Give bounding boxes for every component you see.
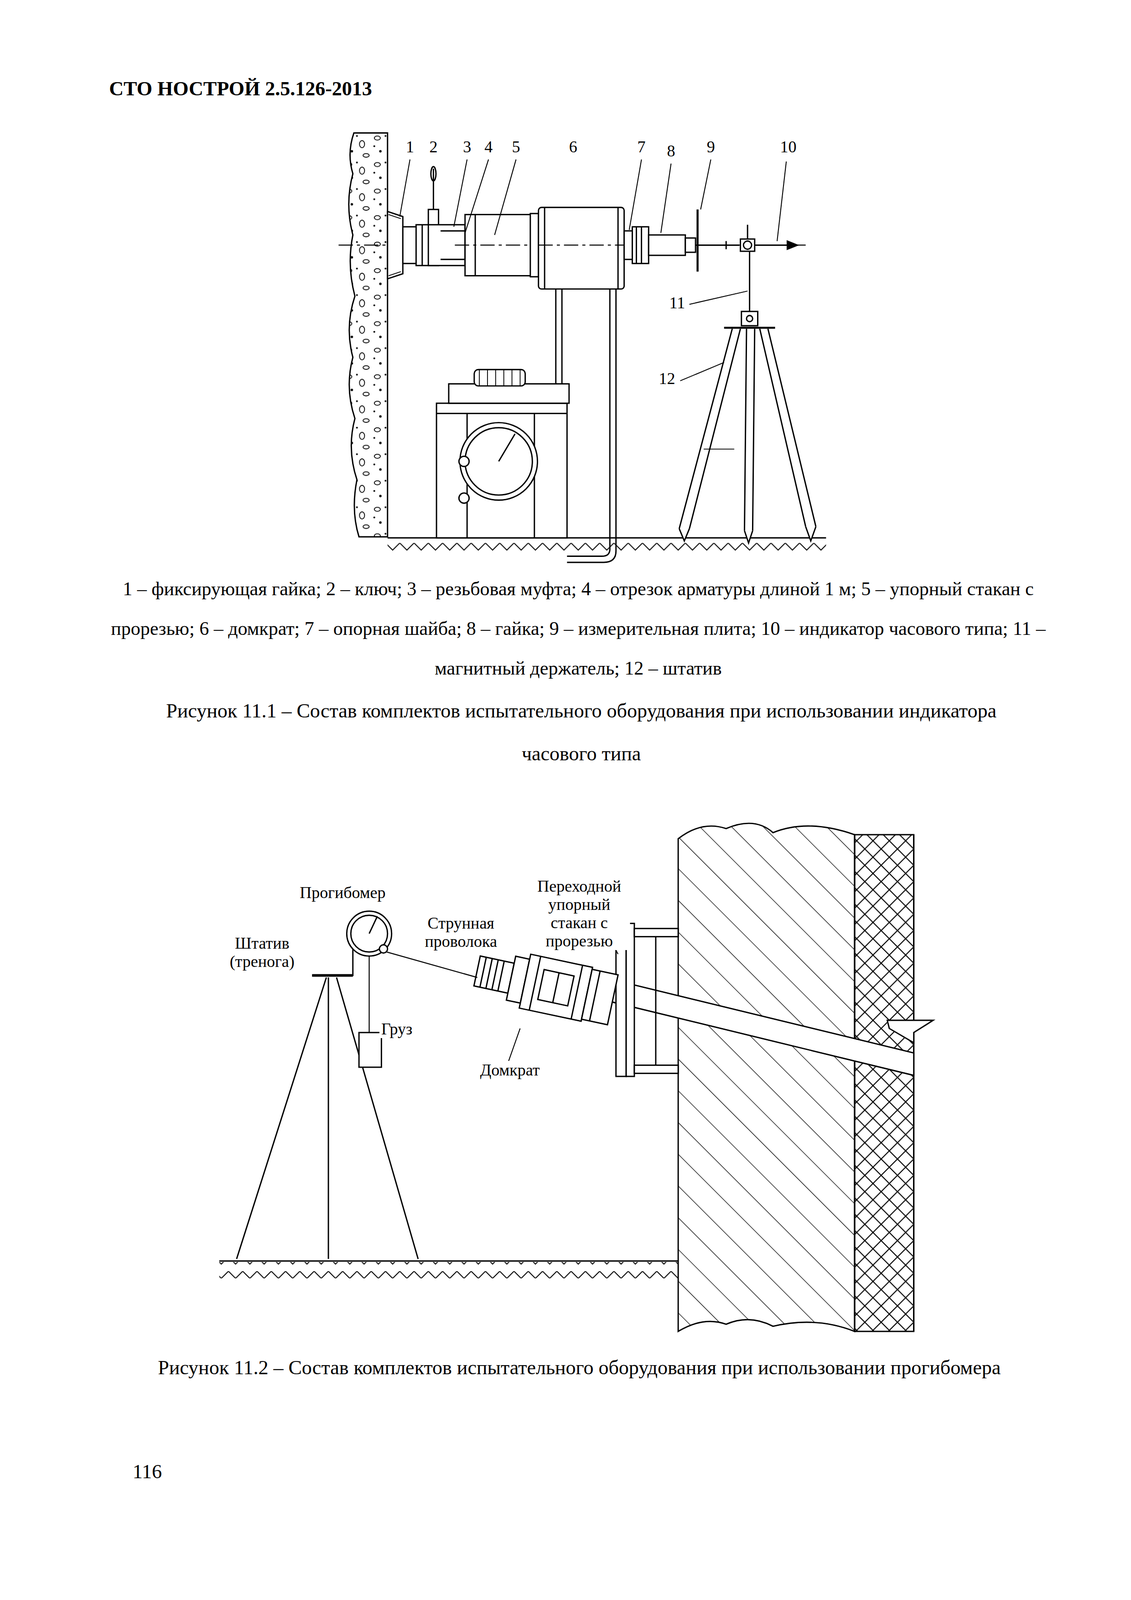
figure-key: 1 – фиксирующая гайка; 2 – ключ; 3 – рез… bbox=[110, 569, 1046, 689]
callout-number: 11 bbox=[669, 293, 686, 312]
callout-number: 10 bbox=[780, 137, 797, 156]
figure-caption: Рисунок 11.2 – Состав комплектов испытат… bbox=[132, 1346, 1027, 1390]
callout-number: 9 bbox=[706, 137, 716, 156]
figure-caption: Рисунок 11.1 – Состав комплектов испытат… bbox=[134, 689, 1029, 776]
callout-number: 5 bbox=[512, 137, 521, 156]
callout-number: 7 bbox=[637, 137, 646, 156]
part-label: Струнная проволока bbox=[423, 913, 499, 951]
part-label: Груз bbox=[379, 1019, 415, 1038]
page-number: 116 bbox=[132, 1460, 162, 1484]
callout-number: 6 bbox=[569, 137, 578, 156]
part-label: Переходной упорный стакан с прорезью bbox=[528, 876, 631, 950]
page-header: СТО НОСТРОЙ 2.5.126-2013 bbox=[108, 77, 373, 101]
callout-number: 4 bbox=[484, 137, 493, 156]
callout-number: 1 bbox=[405, 137, 415, 156]
part-label: Прогибомер bbox=[297, 883, 388, 902]
callout-number: 8 bbox=[666, 141, 675, 161]
callout-number: 3 bbox=[462, 137, 472, 156]
part-label: Домкрат bbox=[478, 1060, 542, 1080]
part-label: Штатив (тренога) bbox=[228, 933, 297, 971]
callout-number: 2 bbox=[429, 137, 438, 156]
callout-number: 12 bbox=[658, 369, 676, 388]
